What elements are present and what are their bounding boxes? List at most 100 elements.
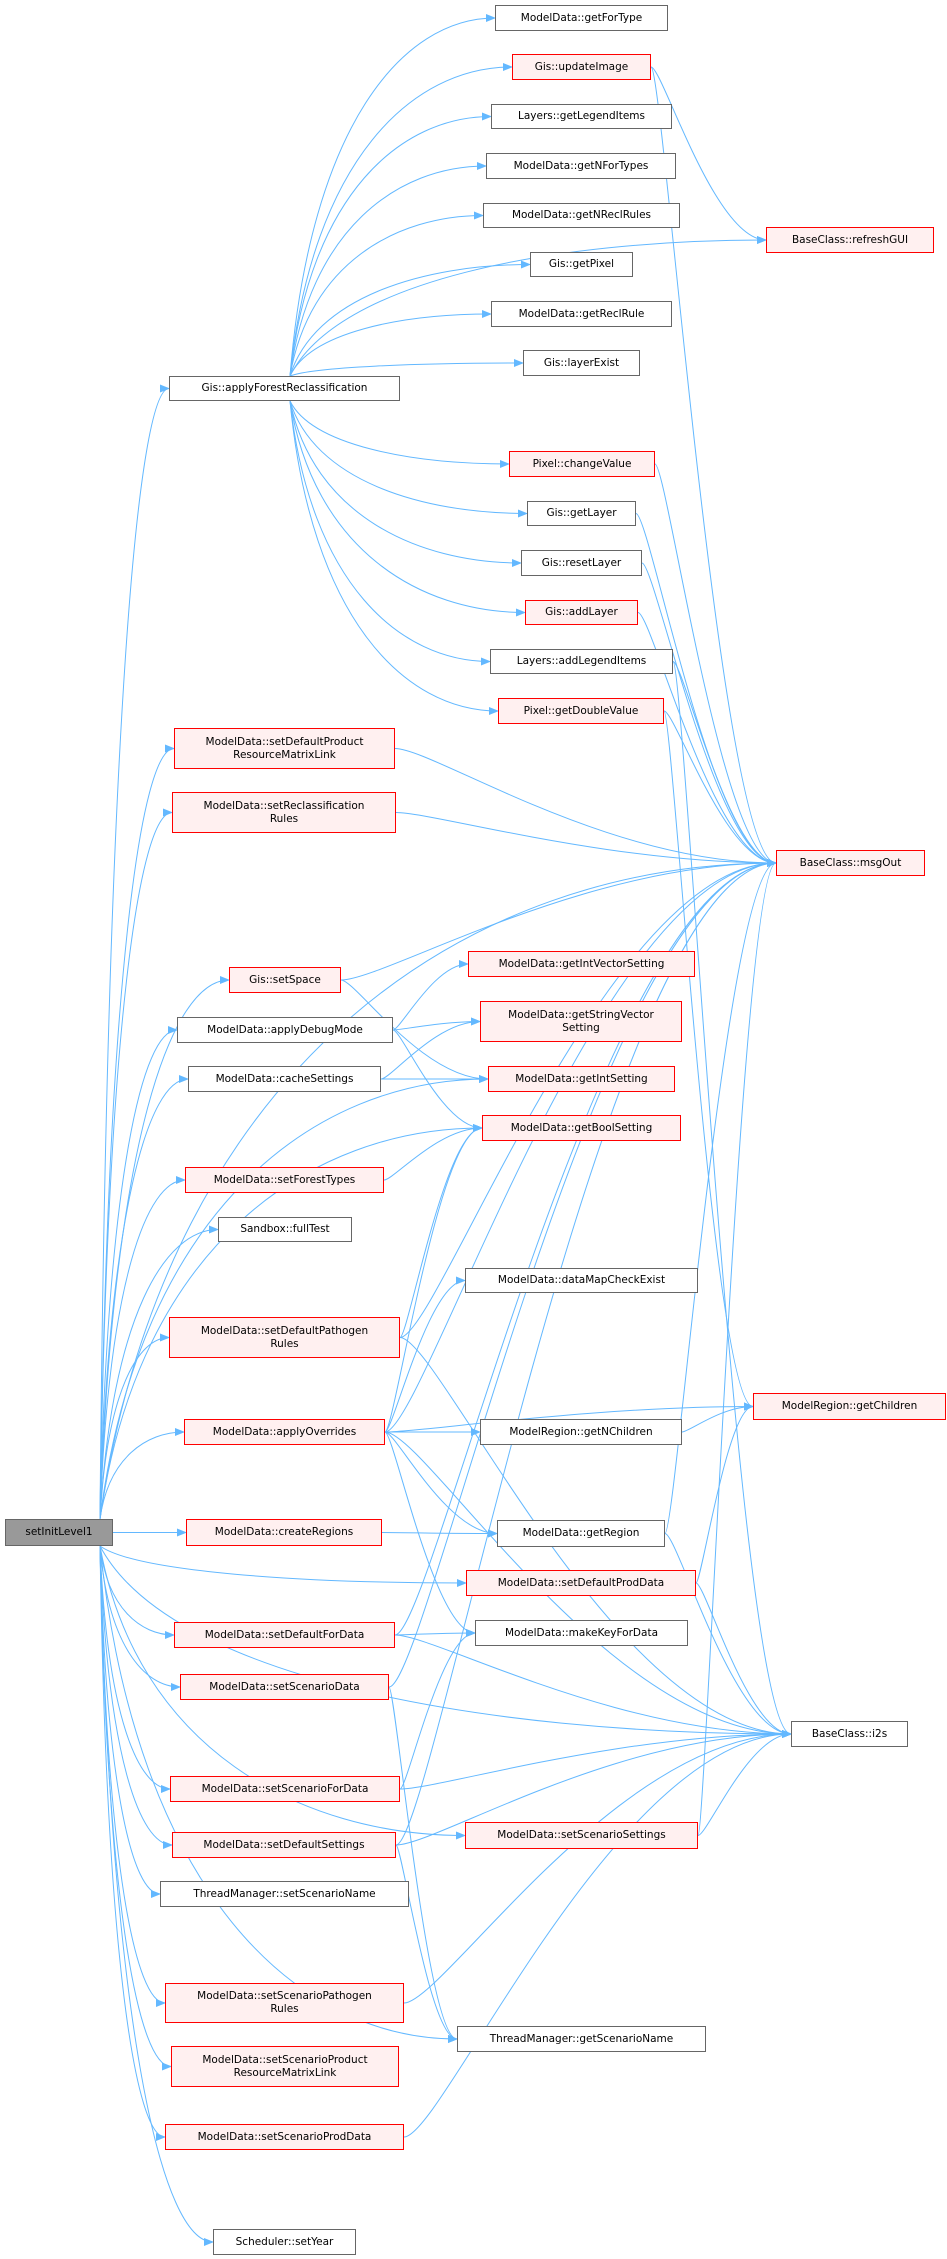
- node-get-bool-setting[interactable]: ModelData::getBoolSetting: [482, 1115, 681, 1141]
- edge-set-scenario-prod-data-to-i2s: [403, 1730, 792, 2138]
- node-get-int-setting[interactable]: ModelData::getIntSetting: [488, 1066, 675, 1092]
- node-label: ModelData::setDefaultSettings: [203, 1838, 365, 1851]
- edge-root-to-set-default-for-data: [99, 1545, 175, 1639]
- edge-apply-debug-mode-to-get-int-vector-setting: [392, 960, 469, 1031]
- node-label: ModelData::getNReclRules: [511, 209, 652, 221]
- node-apply-forest[interactable]: Gis::applyForestReclassification: [169, 376, 400, 401]
- node-set-scenario-settings[interactable]: ModelData::setScenarioSettings: [465, 1822, 698, 1849]
- node-label: Gis::addLayer: [545, 606, 618, 618]
- node-get-nfor-types[interactable]: ModelData::getNForTypes: [486, 153, 676, 179]
- node-label: ModelData::getRegion: [522, 1527, 640, 1539]
- node-label: ModelData::makeKeyForData: [504, 1626, 658, 1639]
- edge-apply-forest-to-update-image: [289, 63, 513, 377]
- edge-apply-forest-to-get-for-type: [289, 14, 496, 377]
- node-get-pixel[interactable]: Gis::getPixel: [530, 252, 633, 277]
- node-get-nrecl-rules[interactable]: ModelData::getNReclRules: [483, 203, 680, 228]
- node-data-map-check-exist[interactable]: ModelData::dataMapCheckExist: [465, 1268, 698, 1293]
- node-cache-settings[interactable]: ModelData::cacheSettings: [188, 1066, 381, 1092]
- edge-root-to-apply-debug-mode: [99, 1026, 178, 1520]
- node-root[interactable]: setInitLevel1: [5, 1519, 113, 1546]
- node-add-legend-items[interactable]: Layers::addLegendItems: [490, 649, 673, 674]
- node-label: ModelRegion::getChildren: [781, 1400, 918, 1412]
- edge-apply-forest-to-get-legend-items: [289, 112, 492, 377]
- edge-update-image-to-refresh-gui: [650, 66, 767, 244]
- edge-apply-forest-to-get-nrecl-rules: [289, 211, 484, 377]
- edge-get-double-value-to-get-children: [663, 710, 754, 1411]
- node-get-recl-rule[interactable]: ModelData::getReclRule: [491, 301, 672, 327]
- node-get-double-value[interactable]: Pixel::getDoubleValue: [498, 698, 664, 724]
- node-get-scenario-name[interactable]: ThreadManager::getScenarioName: [457, 2026, 706, 2052]
- node-set-default-for-data[interactable]: ModelData::setDefaultForData: [174, 1622, 395, 1648]
- edge-get-double-value-to-msg-out: [663, 710, 777, 867]
- node-label: ModelData::setDefaultForData: [204, 1628, 365, 1641]
- node-refresh-gui[interactable]: BaseClass::refreshGUI: [766, 227, 934, 253]
- node-full-test[interactable]: Sandbox::fullTest: [218, 1217, 352, 1242]
- edge-apply-forest-to-refresh-gui: [289, 236, 767, 377]
- node-set-default-prod-data[interactable]: ModelData::setDefaultProdData: [466, 1570, 696, 1596]
- node-label: Gis::applyForestReclassification: [201, 382, 368, 394]
- node-get-children[interactable]: ModelRegion::getChildren: [753, 1393, 946, 1420]
- node-layer-exist[interactable]: Gis::layerExist: [523, 350, 640, 376]
- node-add-layer[interactable]: Gis::addLayer: [525, 600, 638, 625]
- node-apply-overrides[interactable]: ModelData::applyOverrides: [184, 1419, 385, 1445]
- node-label: Rules: [269, 812, 299, 825]
- node-label: ModelData::setScenarioProduct: [202, 2053, 368, 2066]
- node-get-legend-items[interactable]: Layers::getLegendItems: [491, 104, 672, 129]
- node-label: Gis::layerExist: [543, 356, 620, 369]
- node-set-scenario-name[interactable]: ThreadManager::setScenarioName: [160, 1881, 409, 1907]
- node-set-scenario-prod-data[interactable]: ModelData::setScenarioProdData: [165, 2124, 404, 2150]
- node-label: ModelRegion::getNChildren: [509, 1425, 653, 1438]
- node-set-year[interactable]: Scheduler::setYear: [213, 2229, 356, 2255]
- edge-apply-forest-to-get-double-value: [289, 400, 499, 715]
- edge-apply-forest-to-add-layer: [289, 400, 526, 617]
- node-set-space[interactable]: Gis::setSpace: [229, 967, 341, 993]
- node-label: ThreadManager::getScenarioName: [489, 2032, 674, 2045]
- node-label: ModelData::setScenarioForData: [201, 1782, 369, 1795]
- node-set-scenario-data[interactable]: ModelData::setScenarioData: [180, 1674, 389, 1700]
- node-label: ModelData::getForType: [520, 11, 643, 24]
- node-update-image[interactable]: Gis::updateImage: [512, 54, 651, 80]
- node-set-default-settings[interactable]: ModelData::setDefaultSettings: [172, 1832, 396, 1858]
- node-set-forest-types[interactable]: ModelData::setForestTypes: [185, 1167, 384, 1193]
- node-get-layer[interactable]: Gis::getLayer: [527, 501, 636, 526]
- edge-add-layer-to-msg-out: [637, 612, 777, 867]
- edge-root-to-set-scenario-for-data: [99, 1545, 171, 1793]
- edge-get-nchildren-to-get-children: [681, 1402, 754, 1433]
- node-label: ThreadManager::setScenarioName: [193, 1887, 376, 1900]
- node-label: ModelData::applyDebugMode: [207, 1023, 363, 1036]
- edge-root-to-full-test: [99, 1225, 219, 1520]
- node-change-value[interactable]: Pixel::changeValue: [509, 451, 655, 477]
- node-get-for-type[interactable]: ModelData::getForType: [495, 5, 668, 31]
- node-label: Setting: [562, 1021, 600, 1034]
- edge-root-to-set-default-prod-data: [99, 1545, 467, 1587]
- node-label: Gis::resetLayer: [541, 556, 622, 569]
- edge-apply-debug-mode-to-get-string-vector-setting: [392, 1017, 481, 1031]
- node-get-nchildren[interactable]: ModelRegion::getNChildren: [480, 1419, 682, 1445]
- node-i2s[interactable]: BaseClass::i2s: [791, 1721, 908, 1747]
- node-get-int-vector-setting[interactable]: ModelData::getIntVectorSetting: [468, 951, 695, 977]
- node-get-region[interactable]: ModelData::getRegion: [497, 1520, 665, 1547]
- node-apply-debug-mode[interactable]: ModelData::applyDebugMode: [177, 1017, 393, 1043]
- node-label: ModelData::setDefaultPathogen: [200, 1324, 369, 1337]
- node-msg-out[interactable]: BaseClass::msgOut: [776, 850, 925, 876]
- edge-create-regions-to-get-region: [381, 1529, 498, 1538]
- edge-set-scenario-settings-to-msg-out: [697, 859, 777, 1836]
- node-label: ModelData::getIntSetting: [515, 1072, 648, 1085]
- node-reset-layer[interactable]: Gis::resetLayer: [521, 550, 642, 576]
- node-label: ModelData::setScenarioProdData: [197, 2130, 372, 2143]
- node-label: Sandbox::fullTest: [240, 1223, 330, 1235]
- edge-root-to-cache-settings: [99, 1075, 189, 1520]
- node-create-regions[interactable]: ModelData::createRegions: [186, 1519, 382, 1546]
- node-make-key-for-data[interactable]: ModelData::makeKeyForData: [475, 1620, 688, 1646]
- node-label: Pixel::getDoubleValue: [523, 704, 639, 717]
- node-label: ModelData::setDefaultProdData: [497, 1576, 665, 1589]
- edge-change-value-to-msg-out: [654, 463, 777, 867]
- edge-root-to-set-space: [99, 976, 230, 1520]
- node-set-scenario-for-data[interactable]: ModelData::setScenarioForData: [170, 1776, 400, 1802]
